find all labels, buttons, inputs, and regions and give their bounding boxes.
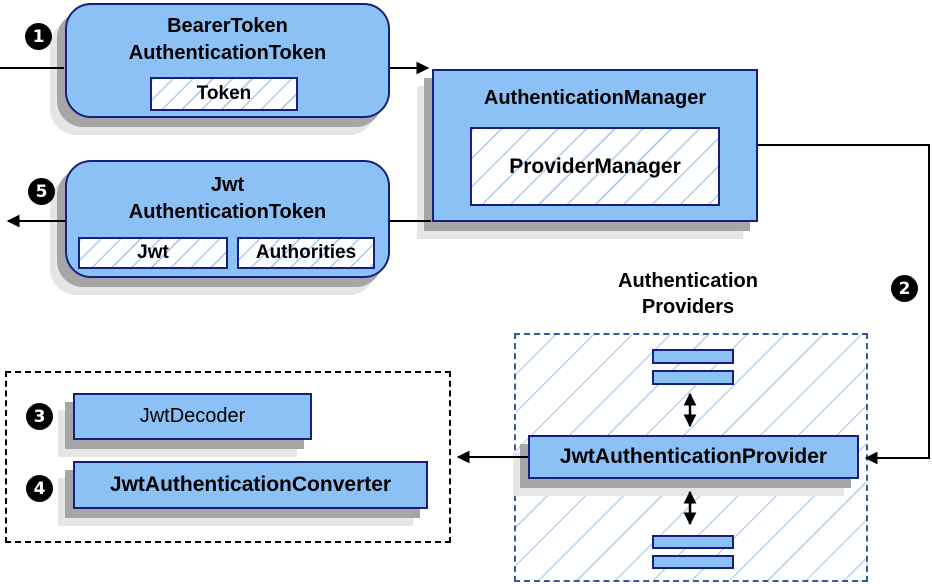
jwt-chip: Jwt	[78, 237, 228, 269]
bearer-token-title-line1: BearerToken	[167, 15, 288, 37]
decoder-converter-group	[5, 371, 451, 543]
provider-stack-bar-bottom-1	[652, 535, 734, 549]
step-4-badge: 4	[26, 475, 53, 502]
authorities-chip: Authorities	[237, 237, 375, 269]
authentication-providers-label-line2: Providers	[641, 296, 735, 318]
jwt-authentication-provider-label: JwtAuthenticationProvider	[559, 445, 828, 468]
authentication-providers-label: Authentication Providers	[563, 268, 813, 320]
step-5-badge: 5	[28, 178, 55, 205]
authentication-manager-title: AuthenticationManager	[483, 87, 707, 109]
step-1-badge: 1	[25, 23, 52, 50]
provider-stack-bar-top-2	[652, 370, 734, 385]
jwt-token-title-line1: Jwt	[210, 174, 245, 196]
jwt-token-title-line2: AuthenticationToken	[128, 201, 327, 223]
provider-manager-label: ProviderManager	[509, 154, 681, 178]
step-2-badge: 2	[891, 275, 918, 302]
jwt-decoder-label: JwtDecoder	[139, 405, 246, 427]
authentication-providers-label-line1: Authentication	[618, 270, 758, 292]
jwt-chip-label: Jwt	[137, 242, 169, 263]
token-chip: Token	[150, 77, 298, 111]
authorities-chip-label: Authorities	[255, 242, 357, 263]
jwt-authentication-converter-label: JwtAuthenticationConverter	[109, 473, 392, 496]
provider-manager-chip: ProviderManager	[470, 127, 720, 206]
provider-stack-bar-bottom-2	[652, 555, 734, 569]
jwt-token-title: Jwt AuthenticationToken	[67, 172, 388, 226]
jwt-authentication-converter-node: JwtAuthenticationConverter	[73, 461, 428, 509]
jwt-authentication-provider-node: JwtAuthenticationProvider	[528, 435, 859, 479]
jwt-decoder-node: JwtDecoder	[73, 393, 312, 440]
token-chip-label: Token	[196, 83, 252, 104]
provider-stack-bar-top-1	[652, 349, 734, 364]
bearer-token-title: BearerToken AuthenticationToken	[67, 13, 388, 67]
bearer-token-title-line2: AuthenticationToken	[128, 42, 327, 64]
step-3-badge: 3	[26, 403, 53, 430]
